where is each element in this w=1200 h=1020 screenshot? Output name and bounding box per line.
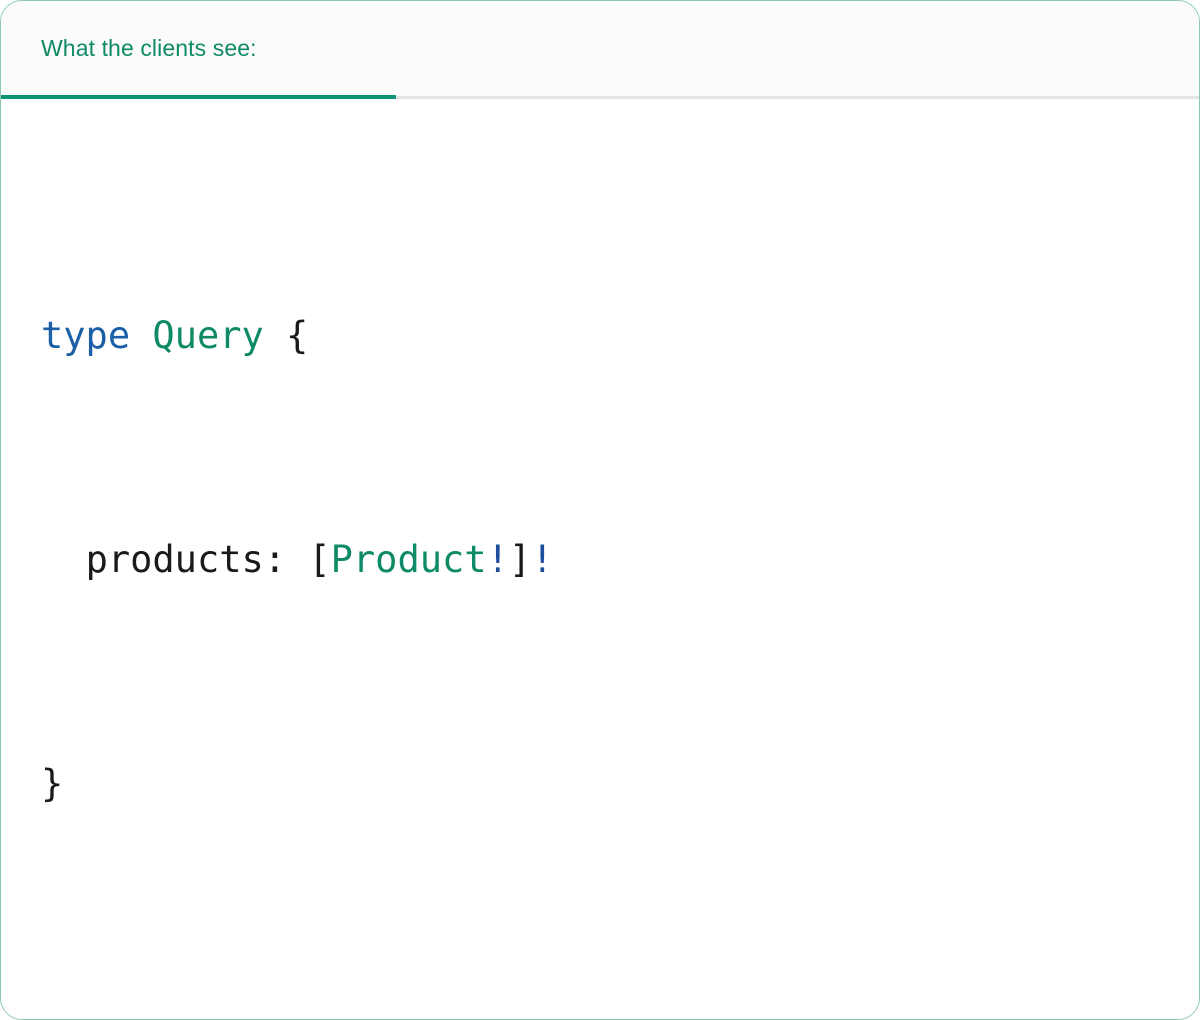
code-panel[interactable]: type Query { products: [Product!]! } typ… bbox=[1, 99, 1199, 1019]
token-type-name: Query bbox=[152, 314, 264, 357]
token-brace-close: } bbox=[41, 762, 64, 805]
tab-what-the-clients-see[interactable]: What the clients see: bbox=[1, 1, 396, 99]
tab-strip-divider bbox=[1, 96, 1199, 99]
code-line: products: [Product!]! bbox=[41, 532, 554, 588]
token-bracket-open: [ bbox=[308, 538, 331, 581]
graphql-schema-code: type Query { products: [Product!]! } typ… bbox=[41, 140, 554, 1019]
token-colon: : bbox=[263, 538, 309, 581]
token-space bbox=[130, 314, 152, 357]
token-bracket-close: ] bbox=[508, 538, 532, 581]
code-line: } bbox=[41, 756, 553, 812]
token-keyword: type bbox=[41, 314, 131, 357]
token-type-ref: Product bbox=[330, 538, 487, 581]
tab-strip: What the clients see: bbox=[1, 1, 1199, 99]
code-line-blank bbox=[41, 980, 553, 1019]
tab-label: What the clients see: bbox=[41, 35, 257, 61]
token-brace-open: { bbox=[263, 314, 309, 357]
code-line: type Query { bbox=[41, 308, 553, 364]
token-non-null: ! bbox=[531, 538, 554, 581]
tab-active-indicator bbox=[1, 95, 396, 99]
token-field-name: products bbox=[85, 538, 264, 581]
token-field-name bbox=[41, 538, 86, 581]
token-non-null: ! bbox=[486, 538, 509, 581]
